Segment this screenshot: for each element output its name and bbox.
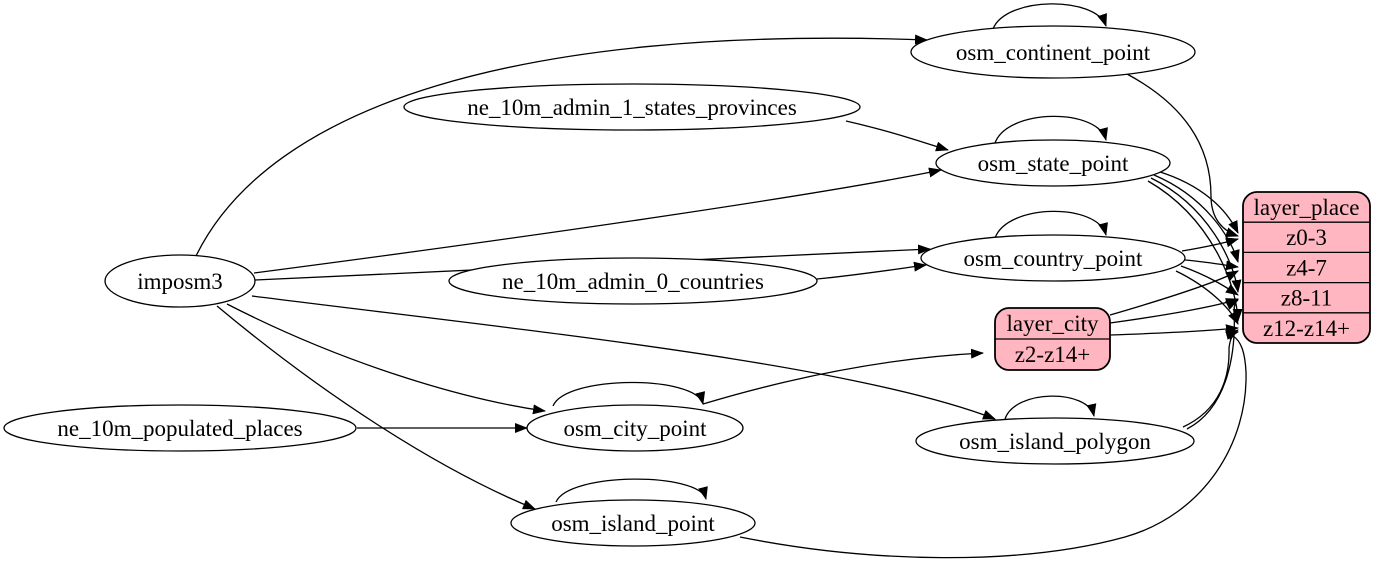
node-label-ne_10m_admin_1_states_provinces: ne_10m_admin_1_states_provinces [467, 95, 797, 120]
node-label-imposm3: imposm3 [137, 269, 223, 294]
node-imposm3: imposm3 [104, 254, 256, 308]
record-row-layer_place-z8-11: z8-11 [1281, 286, 1333, 311]
record-row-layer_place-z0-3: z0-3 [1286, 225, 1327, 250]
node-shape-osm_state_point [935, 139, 1171, 187]
edge-osm_island_polygon-to-layer_place:z12-z14+ [1182, 329, 1239, 428]
record-layer_place: layer_place z0-3 z4-7 z8-11 z12-z14+ [1242, 191, 1371, 344]
edge-osm_island_point-to-layer_place:z12-z14+ [739, 330, 1247, 559]
edge-imposm3-to-osm_island_point [216, 305, 536, 510]
node-label-osm_state_point: osm_state_point [978, 151, 1129, 176]
node-osm_island_point: osm_island_point [510, 499, 756, 547]
node-ne_10m_admin_0_countries: ne_10m_admin_0_countries [448, 257, 818, 305]
node-shape-osm_continent_point [910, 25, 1196, 79]
edge-osm_country_point-to-layer_place:z12-z14+ [1175, 270, 1239, 325]
node-shape-ne_10m_populated_places [3, 404, 357, 452]
nodes-layer: imposm3 ne_10m_admin_1_states_provincesne… [3, 25, 1371, 547]
node-label-osm_city_point: osm_city_point [563, 416, 707, 441]
edge-osm_island_point-self [555, 478, 708, 503]
node-label-osm_continent_point: osm_continent_point [956, 40, 1151, 65]
record-title-layer_place: layer_place [1254, 195, 1360, 220]
edge-osm_state_point-to-layer_place:z0-3 [1156, 170, 1239, 234]
edge-osm_country_point-to-layer_place:z4-7 [1184, 259, 1239, 271]
edge-osm_state_point-self [994, 115, 1108, 144]
edge-imposm3-to-osm_city_point [226, 303, 546, 415]
node-label-ne_10m_populated_places: ne_10m_populated_places [57, 416, 302, 441]
edge-layer_city-to-layer_place:z8-11 [1109, 298, 1239, 324]
edge-ne_10m_admin_1_states_provinces-to-osm_state_point [845, 120, 949, 152]
edge-osm_island_polygon-self [1004, 395, 1097, 420]
node-osm_country_point: osm_country_point [920, 234, 1186, 282]
node-label-osm_island_point: osm_island_point [551, 511, 715, 536]
edge-osm_city_point-to-layer_city:z2-z14+ [702, 348, 984, 405]
node-osm_continent_point: osm_continent_point [910, 25, 1196, 79]
node-ne_10m_admin_1_states_provinces: ne_10m_admin_1_states_provinces [403, 83, 861, 131]
edge-layer_city-to-layer_place:z12-z14+ [1109, 324, 1239, 336]
node-osm_city_point: osm_city_point [526, 404, 744, 452]
edge-layer_city-to-layer_place:z4-7 [1109, 270, 1239, 316]
node-shape-osm_island_point [510, 499, 756, 547]
record-layer_city: layer_city z2-z14+ [994, 307, 1111, 371]
node-ne_10m_populated_places: ne_10m_populated_places [3, 404, 357, 452]
edge-osm_country_point-to-layer_place:z0-3 [1181, 237, 1239, 252]
edge-osm_continent_point-to-layer_place:z0-3 [1126, 73, 1239, 237]
node-shape-osm_city_point [526, 404, 744, 452]
edge-ne_10m_admin_0_countries-to-osm_country_point [816, 261, 927, 280]
record-row-layer_city-z2-z14+: z2-z14+ [1015, 342, 1091, 367]
node-shape-osm_island_polygon [915, 417, 1195, 465]
node-osm_island_polygon: osm_island_polygon [915, 417, 1195, 465]
edge-osm_country_point-self [994, 210, 1108, 239]
node-shape-ne_10m_admin_1_states_provinces [403, 83, 861, 131]
record-row-layer_place-z4-7: z4-7 [1286, 255, 1327, 280]
edge-osm_state_point-to-layer_place:z4-7 [1153, 174, 1240, 263]
edge-imposm3-to-osm_island_polygon [251, 295, 996, 420]
node-label-osm_island_polygon: osm_island_polygon [959, 429, 1151, 454]
edge-imposm3-to-osm_state_point [253, 167, 942, 274]
node-shape-osm_country_point [920, 234, 1186, 282]
record-shape-layer_place [1242, 191, 1371, 344]
edge-imposm3-to-osm_continent_point [195, 34, 928, 257]
node-label-osm_country_point: osm_country_point [964, 246, 1143, 271]
node-shape-ne_10m_admin_0_countries [448, 257, 818, 305]
node-osm_state_point: osm_state_point [935, 139, 1171, 187]
record-title-layer_city: layer_city [1007, 311, 1099, 336]
edge-osm_continent_point-self [992, 3, 1107, 30]
node-shape-imposm3 [104, 254, 256, 308]
edge-osm_island_polygon-to-layer_place:z8-11 [1186, 299, 1239, 430]
node-label-ne_10m_admin_0_countries: ne_10m_admin_0_countries [502, 269, 764, 294]
record-row-layer_place-z12-z14+: z12-z14+ [1263, 316, 1350, 341]
edges-layer [195, 3, 1247, 559]
edge-osm_city_point-self [552, 381, 705, 407]
